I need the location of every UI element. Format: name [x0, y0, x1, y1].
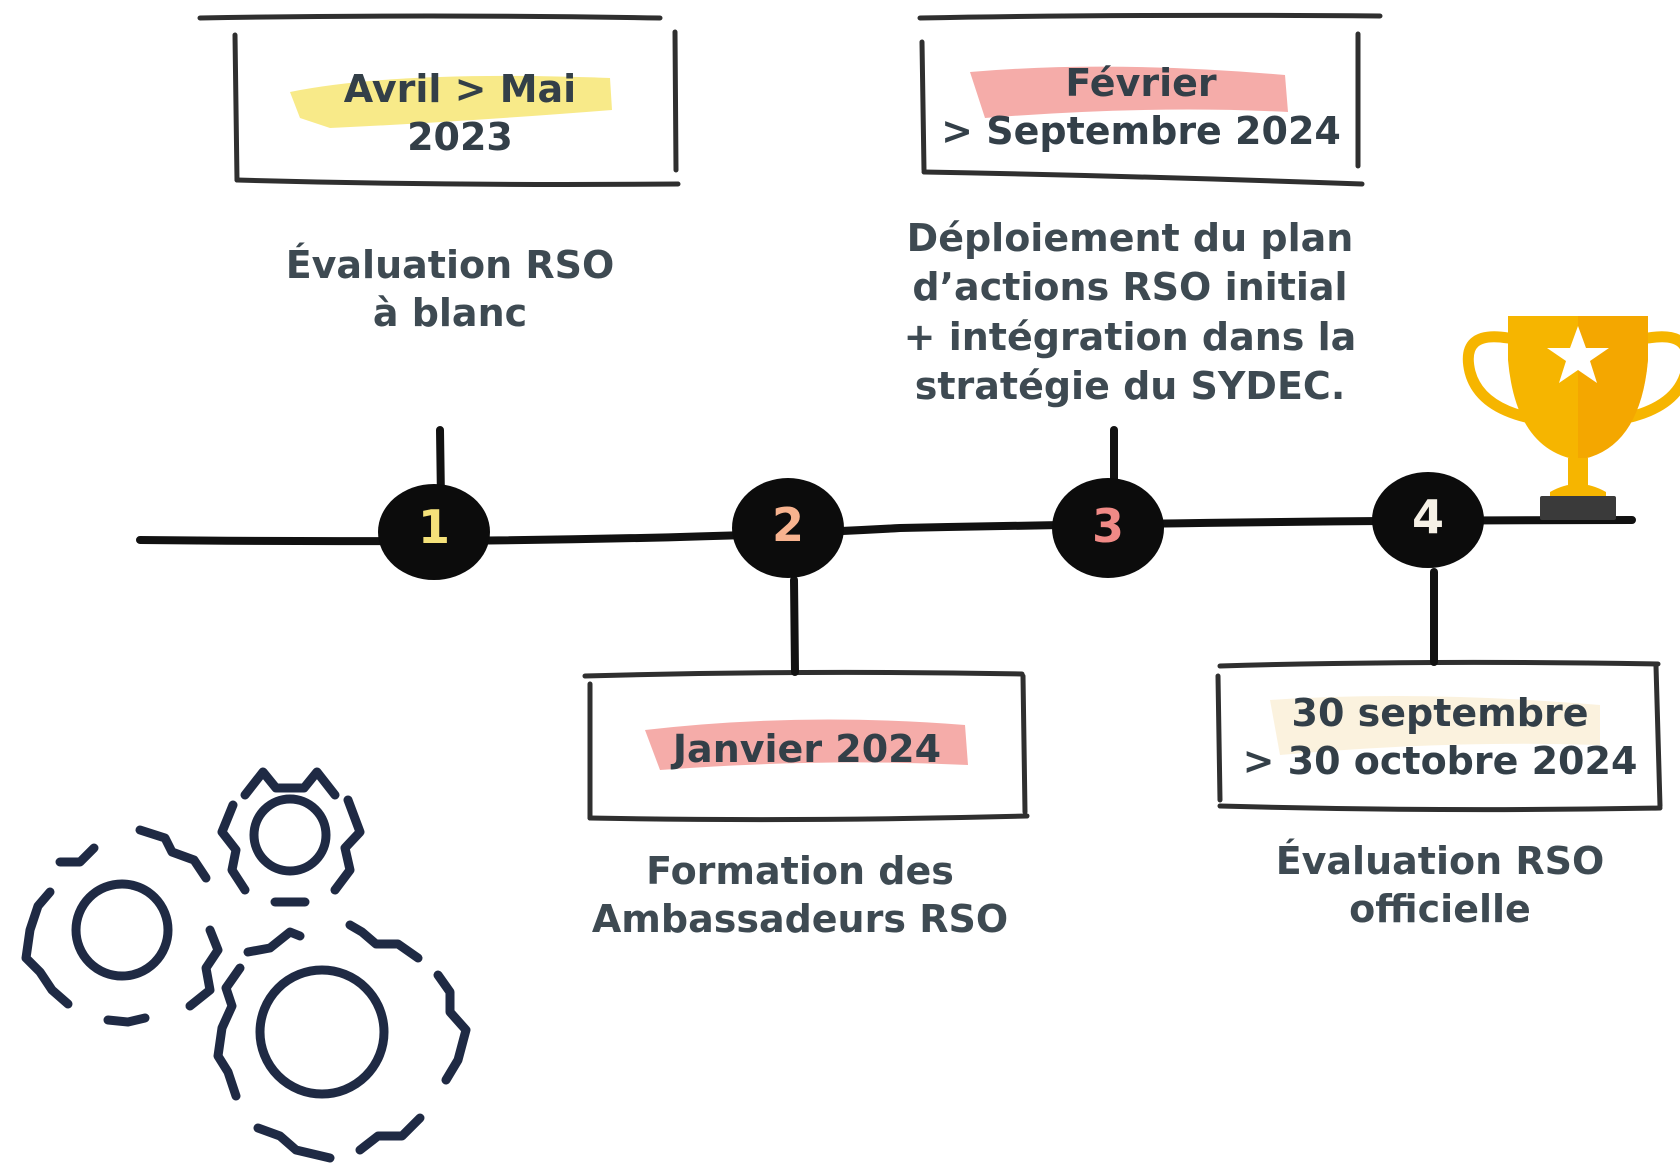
milestone-4-desc-line-2: officielle — [1349, 886, 1531, 931]
milestone-2-date: Janvier 2024 — [592, 726, 1022, 774]
highlight-2 — [645, 719, 968, 770]
milestone-3-date: Février > Septembre 2024 — [926, 60, 1356, 155]
milestone-2-desc-line-2: Ambassadeurs RSO — [591, 896, 1009, 941]
milestone-4-desc-line-1: Évaluation RSO — [1275, 839, 1605, 883]
milestone-3-description: Déploiement du plan d’actions RSO initia… — [870, 214, 1390, 412]
timeline — [136, 426, 1636, 676]
date-highlights — [290, 66, 1600, 770]
highlight-1 — [290, 75, 612, 128]
highlight-4 — [1270, 696, 1600, 755]
milestone-3-desc-line-3: + intégration dans la — [903, 314, 1357, 359]
milestone-4-description: Évaluation RSO officielle — [1210, 838, 1670, 933]
milestone-3-desc-line-1: Déploiement du plan — [906, 216, 1354, 260]
milestone-2-description: Formation des Ambassadeurs RSO — [560, 848, 1040, 943]
milestone-4-date: 30 septembre > 30 octobre 2024 — [1222, 690, 1658, 785]
gears-icon — [21, 767, 471, 1163]
milestone-2-date-line-1: Janvier 2024 — [672, 727, 942, 771]
milestone-circle-4 — [1372, 472, 1484, 568]
milestone-3-desc-line-4: stratégie du SYDEC. — [914, 364, 1346, 409]
gear-small — [217, 767, 365, 907]
milestone-number-2: 2 — [771, 498, 804, 552]
date-boxes — [197, 12, 1663, 823]
milestone-3-date-line-1: Février — [1065, 61, 1217, 105]
milestone-1-description: Évaluation RSO à blanc — [230, 242, 670, 337]
milestone-1-desc-line-1: Évaluation RSO — [285, 243, 615, 287]
gear-left — [21, 825, 223, 1027]
milestone-2-desc-line-1: Formation des — [646, 849, 954, 893]
milestone-3-date-line-2: > Septembre 2024 — [941, 108, 1341, 153]
date-box-3 — [917, 12, 1383, 187]
date-box-1 — [197, 13, 681, 187]
milestone-number-1: 1 — [417, 500, 450, 554]
milestone-number-4: 4 — [1411, 490, 1444, 544]
milestone-4-date-line-1: 30 septembre — [1291, 691, 1589, 735]
highlight-3 — [970, 66, 1288, 118]
milestone-4-date-line-2: > 30 octobre 2024 — [1242, 738, 1638, 783]
date-box-2 — [582, 669, 1030, 823]
milestone-number-3: 3 — [1091, 499, 1124, 553]
milestone-3-desc-line-2: d’actions RSO initial — [912, 265, 1348, 310]
milestone-1-desc-line-2: à blanc — [372, 290, 528, 335]
milestone-1-date-line-2: 2023 — [407, 114, 513, 159]
gear-large — [213, 920, 471, 1163]
date-box-4 — [1215, 659, 1663, 813]
connector-2 — [790, 576, 799, 676]
milestone-1-date-line-1: Avril > Mai — [343, 67, 577, 111]
milestone-circle-2 — [732, 478, 844, 578]
milestone-circle-1 — [378, 484, 490, 580]
trophy-icon — [1462, 316, 1680, 520]
milestone-circle-3 — [1052, 478, 1164, 578]
milestone-1-date: Avril > Mai 2023 — [250, 66, 670, 161]
